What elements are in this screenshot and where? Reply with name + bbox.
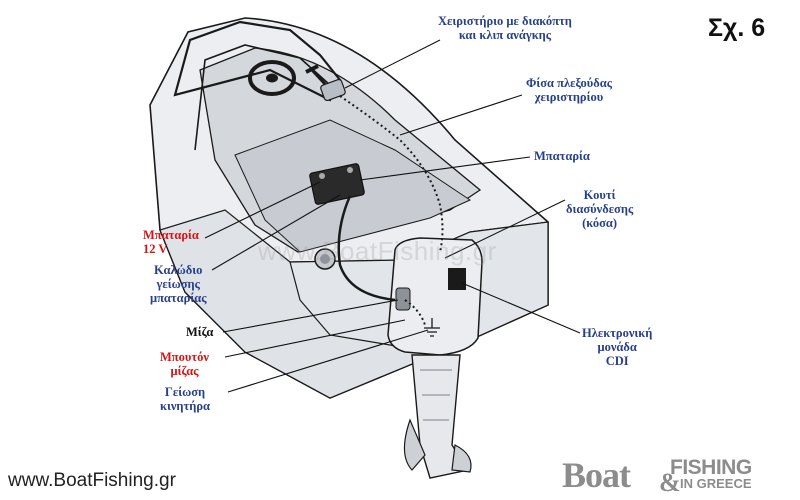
watermark-text: www.BoatFishing.gr — [258, 236, 497, 266]
throttle-handle — [305, 64, 319, 74]
label-throttle-line2: και κλιπ ανάγκης — [458, 28, 552, 42]
label-cdi: Ηλεκτρονική μονάδα CDI — [582, 326, 652, 368]
label-battery-ground-line3: μπαταρίας — [150, 291, 207, 305]
throttle-control — [320, 78, 346, 102]
tank-port-inner — [320, 254, 330, 264]
label-junction-box: Κουτί διασύνδεσης (κόσα) — [566, 188, 633, 230]
label-cdi-line2: μονάδα — [597, 340, 637, 354]
label-junction-box-line1: Κουτί — [583, 188, 616, 202]
cdi-unit — [448, 268, 466, 290]
steering-wheel — [248, 60, 296, 96]
label-engine-ground: Γείωση κινητήρα — [160, 385, 210, 413]
battery-terminal-neg — [347, 167, 353, 173]
label-junction-box-line3: (κόσα) — [582, 216, 618, 230]
logo-boat-text: Boat — [562, 455, 631, 495]
label-throttle-plug-line2: χειριστηρίου — [534, 90, 604, 104]
wire-starter — [404, 299, 426, 326]
label-battery-ground-line1: Καλώδιο — [154, 263, 203, 277]
boatfishing-logo: Boat & FISHING IN GREECE — [562, 455, 794, 497]
label-throttle: Χειριστήριο με διακόπτη και κλιπ ανάγκης — [438, 14, 572, 42]
label-throttle-line1: Χειριστήριο με διακόπτη — [438, 14, 572, 28]
figure-number: Σχ. 6 — [708, 14, 766, 42]
engine-cowling — [387, 237, 483, 356]
label-battery-ground: Καλώδιο γείωσης μπαταρίας — [150, 263, 206, 305]
console-frame-inner — [194, 44, 331, 151]
footer-site-url: www.BoatFishing.gr — [8, 470, 176, 491]
battery-terminal-pos — [319, 173, 325, 179]
label-throttle-plug: Φίσα πλεξούδας χειριστηρίου — [526, 76, 612, 104]
label-battery-12v-line1: Μπαταρία — [143, 228, 199, 242]
wire-battery-cable — [337, 195, 396, 302]
logo-ampersand: & — [659, 468, 681, 497]
label-cdi-line3: CDI — [605, 354, 629, 368]
leader-lines — [204, 39, 581, 393]
label-battery-12v: Μπαταρία 12 V — [143, 228, 199, 256]
label-engine-ground-line2: κινητήρα — [160, 399, 211, 413]
steering-hub — [266, 73, 278, 83]
propeller — [403, 418, 472, 473]
label-junction-box-line2: διασύνδεσης — [566, 202, 634, 216]
label-throttle-plug-line1: Φίσα πλεξούδας — [526, 76, 612, 90]
label-starter-button-line1: Μπουτόν — [160, 350, 209, 364]
label-cdi-line1: Ηλεκτρονική — [582, 326, 653, 340]
label-battery-12v-line2: 12 V — [143, 242, 168, 256]
console-frame — [173, 20, 342, 102]
wire-throttle-harness — [339, 95, 444, 253]
logo-greece-text: IN GREECE — [680, 476, 752, 491]
logo-fishing-text: FISHING — [670, 456, 752, 479]
label-battery-ground-line2: γείωσης — [156, 277, 200, 291]
label-engine-ground-line1: Γείωση — [164, 385, 206, 399]
starter-motor — [395, 287, 411, 311]
label-starter-button: Μπουτόν μίζας — [160, 350, 209, 378]
ground-symbol — [424, 318, 440, 337]
throttle-lever — [310, 68, 327, 86]
label-battery: Μπαταρία — [534, 149, 590, 163]
label-starter: Μίζα — [186, 325, 214, 339]
leg-detail — [420, 369, 452, 421]
label-starter-button-line2: μίζας — [170, 364, 199, 378]
